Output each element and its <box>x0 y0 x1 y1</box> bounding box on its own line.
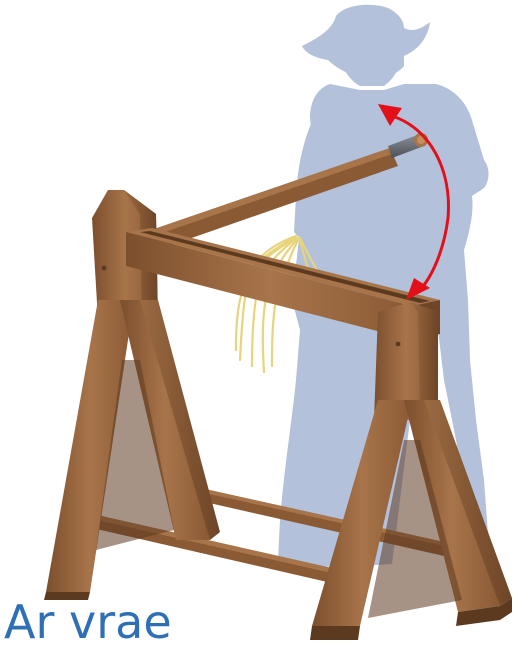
caption: Ar vrae <box>4 596 172 648</box>
